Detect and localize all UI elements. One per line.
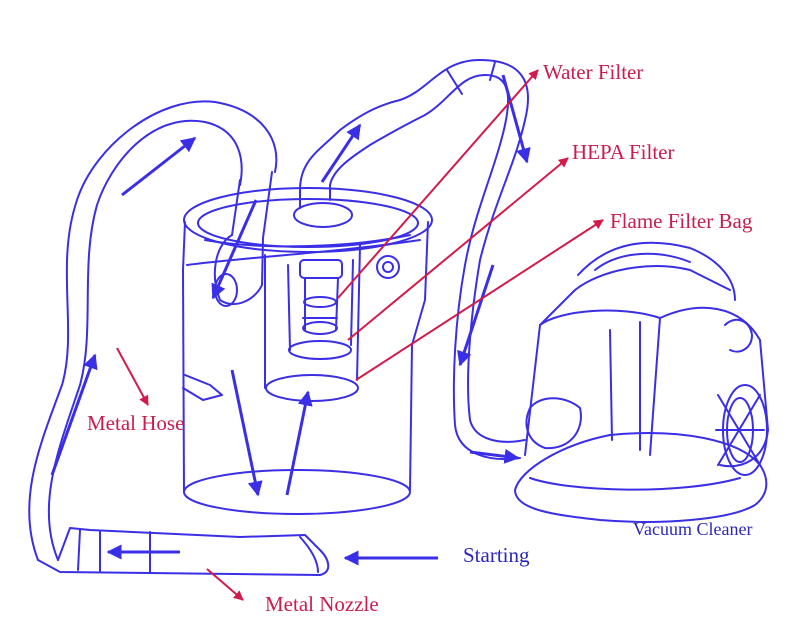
- callout-water-filter: [337, 69, 539, 299]
- inner-filter-chamber: [264, 244, 361, 402]
- callout-metal-hose: [116, 347, 149, 406]
- filter-bucket: [182, 187, 433, 515]
- bucket-outlet-tube: [293, 99, 426, 228]
- right-hose: [399, 59, 529, 460]
- vacuum-cleaner-body: [514, 241, 769, 523]
- label-hepa-filter: HEPA Filter: [572, 140, 675, 164]
- flow-arrow-down: [230, 369, 263, 497]
- metal-nozzle: [37, 527, 330, 576]
- flow-arrow-hose-up: [50, 353, 98, 476]
- callout-flame-filter-bag: [355, 219, 604, 381]
- label-metal-hose: Metal Hose: [87, 411, 185, 435]
- flow-arrow-right-hose-down: [457, 264, 495, 367]
- label-starting: Starting: [463, 543, 530, 567]
- flow-arrow-hose-top: [121, 136, 197, 197]
- label-flame-filter-bag: Flame Filter Bag: [610, 209, 753, 233]
- flow-arrow-outlet: [320, 123, 362, 183]
- label-metal-nozzle: Metal Nozzle: [265, 592, 379, 616]
- left-metal-hose: [28, 100, 278, 561]
- flow-arrow-right-hose-top: [501, 74, 531, 164]
- label-water-filter: Water Filter: [543, 60, 644, 84]
- flow-arrow-into-bucket: [211, 199, 258, 300]
- callout-hepa-filter: [347, 157, 569, 341]
- label-vacuum-cleaner: Vacuum Cleaner: [633, 519, 753, 539]
- flow-arrow-up: [285, 390, 313, 496]
- bucket-inlet-tube: [213, 171, 273, 307]
- flow-arrow-into-vacuum: [469, 448, 520, 464]
- callout-metal-nozzle: [206, 568, 244, 601]
